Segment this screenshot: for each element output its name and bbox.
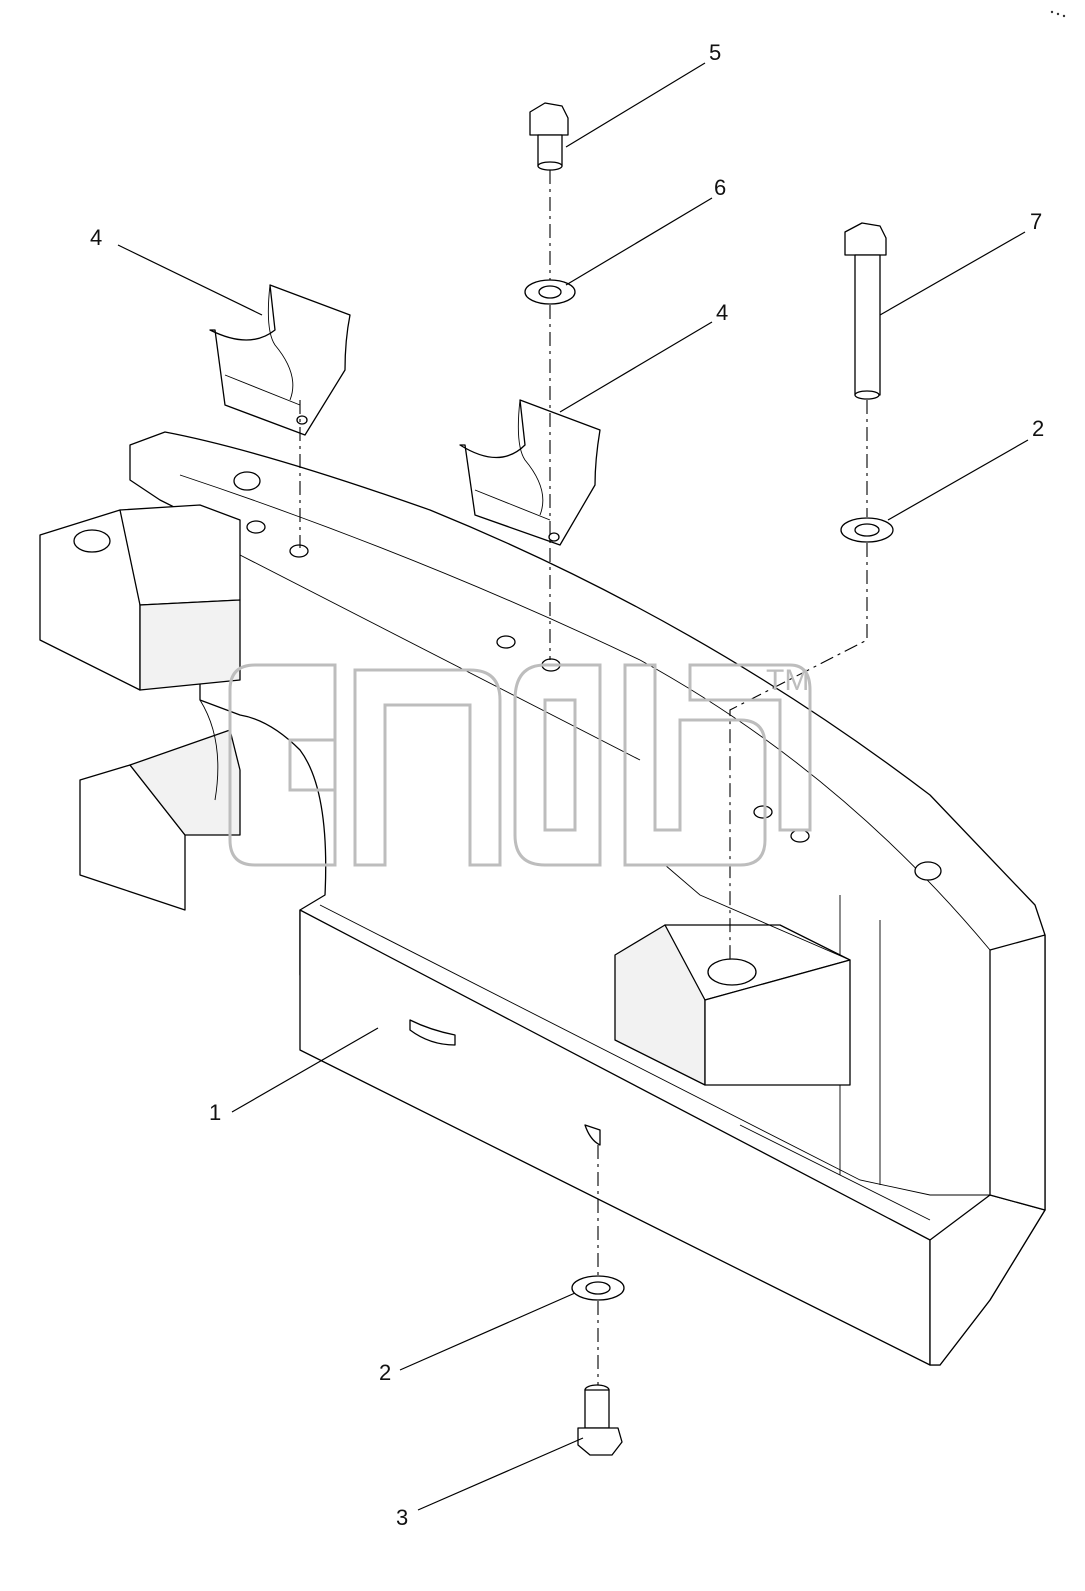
callout-2-upper: 2 (1032, 416, 1044, 441)
callout-4-left: 4 (90, 225, 102, 250)
callout-5: 5 (709, 40, 721, 65)
callout-2-lower: 2 (379, 1360, 391, 1385)
washer-2-upper (840, 517, 894, 543)
callout-3: 3 (396, 1505, 408, 1530)
callout-4-right: 4 (716, 300, 728, 325)
corner-marks (1050, 10, 1066, 18)
assembly-centerlines (299, 170, 868, 1385)
bolt-7 (844, 222, 887, 400)
callout-6: 6 (714, 175, 726, 200)
callout-labels: 5 6 7 4 4 2 1 2 3 (90, 40, 1044, 1530)
watermark-logo: TM (228, 663, 812, 867)
clip-left (209, 284, 351, 436)
callout-1: 1 (209, 1100, 221, 1125)
callout-7: 7 (1030, 209, 1042, 234)
counterweight-body (39, 431, 1046, 1366)
clip-right (459, 399, 601, 546)
bolt-3 (577, 1384, 623, 1456)
watermark-trademark: TM (766, 664, 809, 697)
leader-lines (117, 62, 1029, 1511)
washer-2-lower (571, 1275, 625, 1301)
bolt-5 (529, 102, 569, 171)
